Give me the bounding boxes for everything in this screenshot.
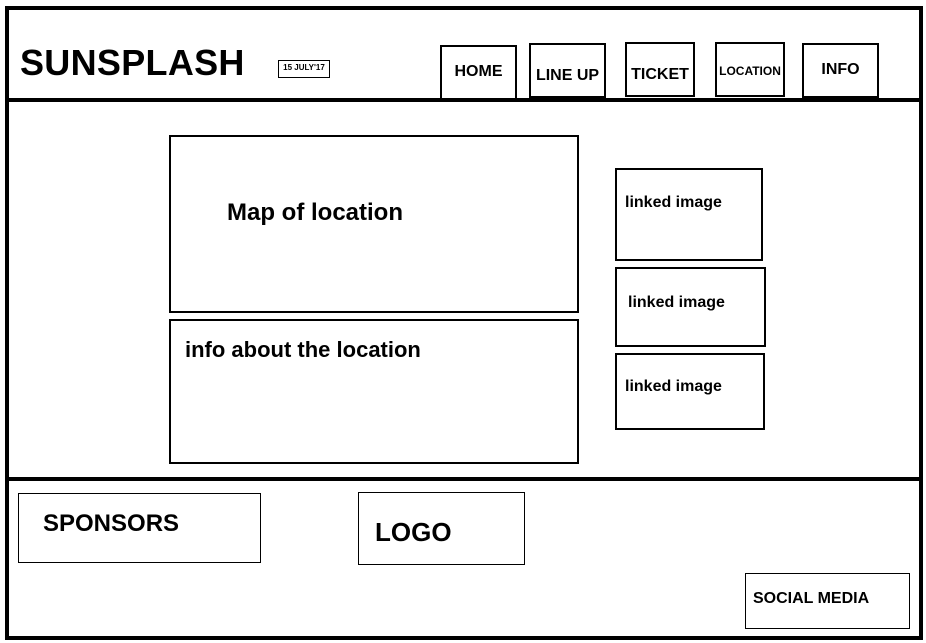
nav-home-label: HOME — [454, 63, 503, 80]
sponsors-label: SPONSORS — [43, 510, 180, 537]
site-title: SUNSPLASH — [20, 42, 245, 83]
nav-info-label: INFO — [821, 61, 860, 78]
nav-ticket-label: TICKET — [631, 66, 689, 83]
location-info-panel: info about the location — [169, 319, 579, 464]
linked-image-1[interactable]: linked image — [615, 168, 763, 261]
nav-location-button[interactable]: LOCATION — [715, 42, 785, 97]
logo-label: LOGO — [375, 517, 452, 547]
nav-ticket-button[interactable]: TICKET — [625, 42, 695, 97]
map-label: Map of location — [227, 199, 403, 226]
date-badge: 15 JULY'17 — [278, 60, 330, 78]
social-media-links[interactable]: SOCIAL MEDIA — [745, 573, 910, 629]
linked-image-label: linked image — [625, 194, 722, 211]
nav-lineup-button[interactable]: LINE UP — [529, 43, 606, 98]
linked-image-3[interactable]: linked image — [615, 353, 765, 430]
nav-info-button[interactable]: INFO — [802, 43, 879, 98]
social-media-label: SOCIAL MEDIA — [753, 590, 870, 607]
location-map[interactable]: Map of location — [169, 135, 579, 313]
footer-divider — [5, 477, 923, 481]
nav-lineup-label: LINE UP — [535, 67, 600, 84]
page-frame — [5, 6, 923, 640]
nav-location-label: LOCATION — [719, 64, 781, 78]
header-divider — [5, 98, 923, 102]
logo-placeholder: LOGO — [358, 492, 525, 565]
linked-image-label: linked image — [628, 294, 725, 311]
nav-home-button[interactable]: HOME — [440, 45, 517, 100]
linked-image-2[interactable]: linked image — [615, 267, 766, 347]
sponsors-section: SPONSORS — [18, 493, 261, 563]
linked-image-label: linked image — [625, 378, 722, 395]
info-label: info about the location — [185, 337, 421, 362]
